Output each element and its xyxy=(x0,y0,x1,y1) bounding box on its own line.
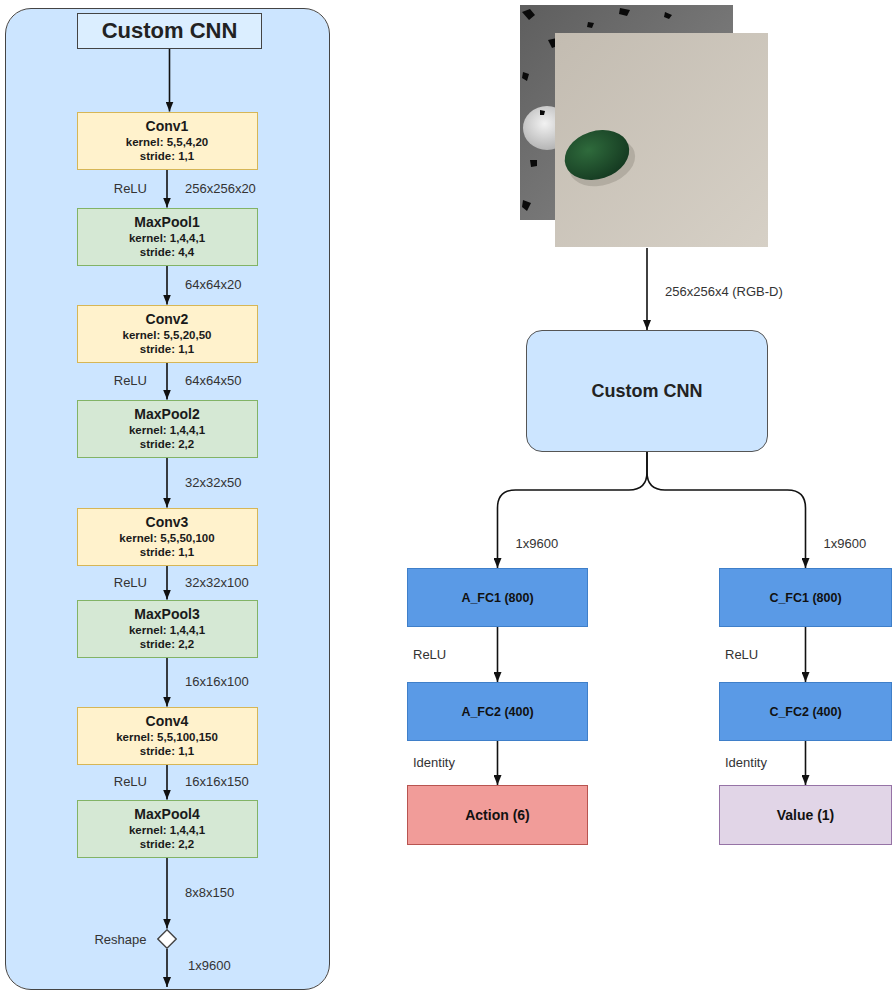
fc-layer-box: C_FC1 (800) xyxy=(719,568,892,627)
node-title: MaxPool2 xyxy=(134,406,199,423)
node-detail: kernel: 1,4,4,1 xyxy=(129,623,205,637)
reshape-diamond: Reshape xyxy=(157,929,177,949)
edge-label: 8x8x150 xyxy=(185,885,234,901)
flow-arrow xyxy=(166,765,168,800)
flow-arrow xyxy=(166,458,168,508)
activation-label: ReLU xyxy=(114,181,147,197)
node-title: Custom CNN xyxy=(592,381,703,402)
node-title: Conv4 xyxy=(146,713,189,730)
node-title: Reshape xyxy=(94,931,146,946)
edge-label: 32x32x100 xyxy=(185,575,249,591)
cnn-block: Custom CNN xyxy=(526,330,768,452)
pool-layer-box: MaxPool4kernel: 1,4,4,1stride: 2,2 xyxy=(77,800,258,858)
pool-layer-box: MaxPool3kernel: 1,4,4,1stride: 2,2 xyxy=(77,600,258,658)
input-arrow xyxy=(646,248,648,330)
node-title: MaxPool1 xyxy=(134,214,199,231)
pool-layer-box: MaxPool1kernel: 1,4,4,1stride: 4,4 xyxy=(77,208,258,266)
edge-label: 16x16x100 xyxy=(185,674,249,690)
flow-arrow xyxy=(166,658,168,707)
flow-arrow xyxy=(166,363,168,400)
node-detail: kernel: 1,4,4,1 xyxy=(129,823,205,837)
panel-ground xyxy=(6,9,330,990)
node-detail: kernel: 5,5,4,20 xyxy=(126,135,208,149)
node-detail: stride: 2,2 xyxy=(140,837,194,851)
flow-arrow xyxy=(166,170,168,208)
panel-header-box: Custom CNN xyxy=(77,13,262,49)
conv-layer-box: Conv1kernel: 5,5,4,20stride: 1,1 xyxy=(77,112,258,170)
node-detail: stride: 1,1 xyxy=(140,342,194,356)
node-title: A_FC1 (800) xyxy=(461,591,533,605)
edge-label: 32x32x50 xyxy=(185,475,241,491)
flow-arrow xyxy=(497,741,499,785)
value-output-box: Value (1) xyxy=(719,785,892,845)
flow-arrow xyxy=(497,627,499,682)
output-arrow xyxy=(166,949,168,987)
node-detail: kernel: 1,4,4,1 xyxy=(129,231,205,245)
shape-label: 256x256x4 (RGB-D) xyxy=(665,284,783,300)
node-detail: stride: 4,4 xyxy=(140,245,194,259)
conv-layer-box: Conv3kernel: 5,5,50,100stride: 1,1 xyxy=(77,508,258,566)
flow-arrow xyxy=(805,741,807,785)
edge-label: 16x16x150 xyxy=(185,774,249,790)
edge-label: ReLU xyxy=(413,647,446,663)
green-object xyxy=(558,122,636,188)
edge-label: ReLU xyxy=(725,647,758,663)
node-detail: stride: 1,1 xyxy=(140,149,194,163)
edge-label: 1x9600 xyxy=(824,536,867,552)
activation-label: ReLU xyxy=(114,575,147,591)
edge-label: Identity xyxy=(413,755,455,771)
flow-arrow xyxy=(166,566,168,600)
node-title: Conv1 xyxy=(146,118,189,135)
pool-layer-box: MaxPool2kernel: 1,4,4,1stride: 2,2 xyxy=(77,400,258,458)
node-detail: stride: 1,1 xyxy=(140,545,194,559)
node-title: Custom CNN xyxy=(102,18,238,44)
flow-arrow xyxy=(166,858,168,929)
node-detail: kernel: 5,5,20,50 xyxy=(123,328,212,342)
node-detail: stride: 2,2 xyxy=(140,637,194,651)
edge-label: 64x64x20 xyxy=(185,277,241,293)
flow-arrow xyxy=(166,266,168,305)
shape-label: 1x9600 xyxy=(188,958,231,974)
edge-label: 256x256x20 xyxy=(185,181,256,197)
node-detail: stride: 1,1 xyxy=(140,744,194,758)
action-output-box: Action (6) xyxy=(407,785,588,845)
flow-arrow xyxy=(805,627,807,682)
activation-label: ReLU xyxy=(114,373,147,389)
container-panel: Custom CNNConv1kernel: 5,5,4,20stride: 1… xyxy=(5,8,330,990)
node-title: C_FC2 (400) xyxy=(769,705,841,719)
node-detail: kernel: 5,5,50,100 xyxy=(119,531,214,545)
rgb-image xyxy=(555,33,768,247)
edge-label: Identity xyxy=(725,755,767,771)
node-detail: kernel: 5,5,100,150 xyxy=(116,730,218,744)
node-detail: stride: 2,2 xyxy=(140,437,194,451)
flow-arrow xyxy=(498,452,648,568)
node-title: Conv2 xyxy=(146,311,189,328)
diamond-shape xyxy=(157,929,175,947)
conv-layer-box: Conv2kernel: 5,5,20,50stride: 1,1 xyxy=(77,305,258,363)
node-title: Conv3 xyxy=(146,514,189,531)
node-detail: kernel: 1,4,4,1 xyxy=(129,423,205,437)
node-title: MaxPool3 xyxy=(134,606,199,623)
node-title: Value (1) xyxy=(777,807,835,823)
diamond-outline xyxy=(157,929,177,949)
node-title: Action (6) xyxy=(465,807,530,823)
activation-label: ReLU xyxy=(114,774,147,790)
fc-layer-box: A_FC2 (400) xyxy=(407,682,588,741)
edge-label: 64x64x50 xyxy=(185,373,241,389)
node-title: A_FC2 (400) xyxy=(461,705,533,719)
fc-layer-box: C_FC2 (400) xyxy=(719,682,892,741)
node-title: MaxPool4 xyxy=(134,806,199,823)
edge-label: 1x9600 xyxy=(516,536,559,552)
flow-arrow xyxy=(169,49,171,112)
conv-layer-box: Conv4kernel: 5,5,100,150stride: 1,1 xyxy=(77,707,258,765)
node-title: C_FC1 (800) xyxy=(769,591,841,605)
flow-arrow xyxy=(647,452,806,568)
fc-layer-box: A_FC1 (800) xyxy=(407,568,588,627)
